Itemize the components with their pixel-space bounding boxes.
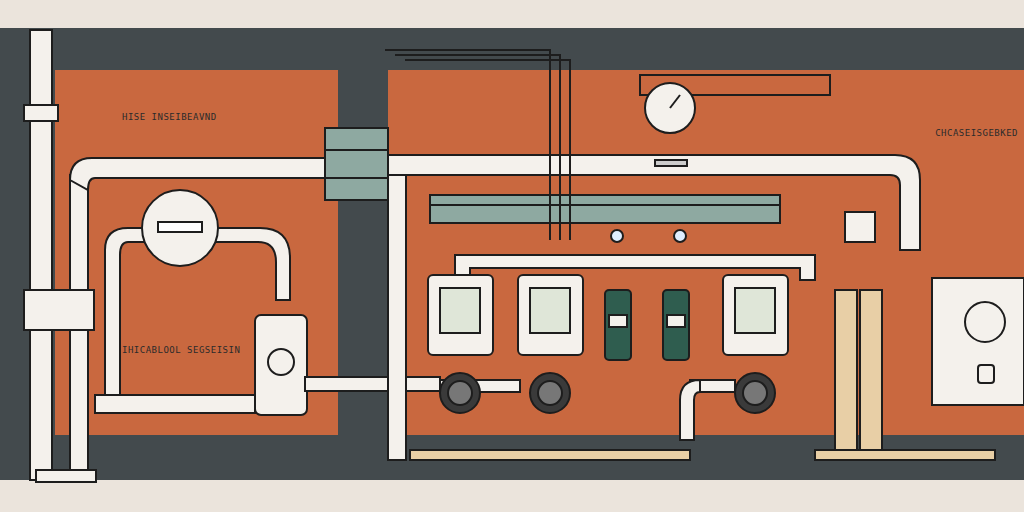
panel-label: HISE INSEIBEAVND xyxy=(122,112,217,123)
panel-label: CHCASEISGEBKED xyxy=(935,128,1018,139)
panel-label: IHICABLOOL SEGSEISIN xyxy=(122,345,240,356)
